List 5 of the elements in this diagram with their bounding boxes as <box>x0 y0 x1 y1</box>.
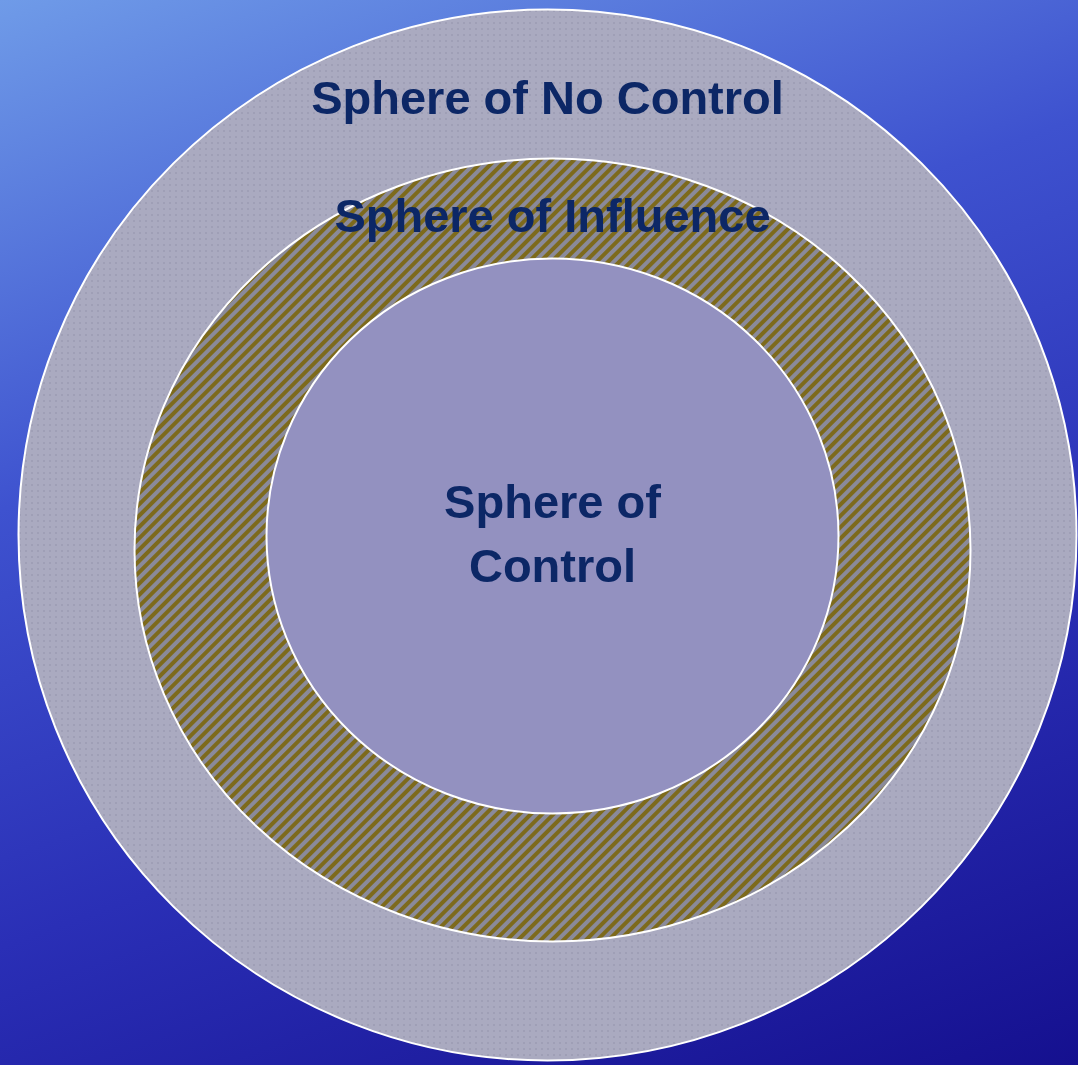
sphere-label: Sphere of Control <box>443 474 662 594</box>
inner-circle <box>265 257 840 815</box>
middle-ring <box>133 157 972 943</box>
sphere-label: Sphere of No Control <box>310 70 785 126</box>
outer-ring <box>17 8 1078 1062</box>
